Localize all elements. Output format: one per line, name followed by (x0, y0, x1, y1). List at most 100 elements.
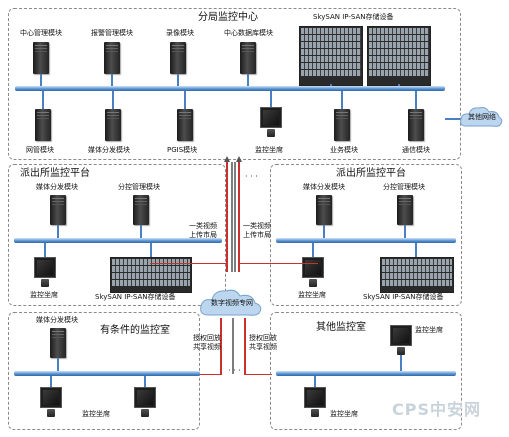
playback-left-label: 授权回放 共享视频 (193, 334, 221, 352)
playback-right-line: 共享视频 (249, 343, 277, 351)
station-right-module-label: 媒体分发模块 (303, 183, 345, 191)
center-top-module-label: 报警管理模块 (91, 29, 133, 37)
monitor-seat-workstation (260, 107, 282, 137)
room-right-seat-label-bottom: 监控坐席 (330, 410, 358, 418)
station-right-title: 派出所监控平台 (336, 168, 406, 179)
network-drop (57, 225, 59, 239)
ellipsis-bottom: · · · (228, 366, 241, 375)
station-left-title: 派出所监控平台 (20, 168, 90, 179)
upload-right-label: 一类视频 上传市局 (243, 222, 271, 240)
station-left-media-server (50, 195, 66, 225)
center-storage-label: SkySAN IP-SAN存储设备 (313, 13, 394, 21)
network-drop (150, 243, 152, 257)
station-right-panel (270, 164, 462, 306)
ellipsis-top: · · · (245, 172, 258, 181)
network-management-server (35, 109, 51, 141)
network-drop (40, 74, 42, 86)
playback-link-down-left (220, 318, 222, 374)
pgis-server (177, 109, 193, 141)
center-network-bus (15, 86, 445, 91)
center-panel (8, 8, 461, 160)
playback-left-line: 授权回放 (193, 334, 221, 342)
station-right-upload-link (238, 263, 318, 264)
playback-right-line: 授权回放 (249, 334, 277, 342)
station-left-network-bus (14, 238, 222, 243)
center-bottom-module-label: 媒体分发模块 (88, 146, 130, 154)
center-top-module-label: 录像模块 (166, 29, 194, 37)
room-left-seat-label: 监控坐席 (82, 410, 110, 418)
network-drop (247, 74, 249, 86)
center-top-module-label: 中心管理模块 (20, 29, 62, 37)
center-bottom-module-label: PGIS模块 (167, 146, 198, 154)
central-management-server (33, 42, 49, 74)
upload-link-right (238, 162, 240, 272)
center-bottom-module-label: 监控坐席 (255, 146, 283, 154)
center-title: 分局监控中心 (198, 12, 258, 23)
station-left-panel (8, 164, 226, 306)
station-left-upload-link (150, 263, 228, 264)
communication-server (408, 109, 424, 141)
other-network-link (445, 118, 463, 120)
playback-right-label: 授权回放 共享视频 (249, 334, 277, 352)
network-drop (184, 91, 186, 109)
center-bottom-module-label: 通信模块 (402, 146, 430, 154)
room-left-media-server (50, 328, 66, 358)
room-right-panel (270, 312, 462, 430)
other-network-label: 其他网络 (468, 113, 496, 121)
room-left-seat-monitor (40, 387, 62, 417)
alarm-management-server (104, 42, 120, 74)
network-drop (177, 74, 179, 86)
station-left-control-server (133, 195, 149, 225)
station-right-control-server (397, 195, 413, 225)
network-drop (312, 243, 314, 257)
station-left-module-label: 分控管理模块 (118, 183, 160, 191)
upload-link-left (226, 162, 228, 272)
playback-link-left (231, 162, 233, 272)
other-network-cloud (460, 107, 503, 127)
room-left-title: 有条件的监控室 (100, 325, 170, 336)
station-right-storage-label: SkySAN IP-SAN存储设备 (363, 293, 444, 301)
station-left-seat-monitor (34, 257, 56, 287)
station-left-storage-label: SkySAN IP-SAN存储设备 (95, 293, 176, 301)
network-drop (57, 358, 59, 372)
network-drop (42, 91, 44, 109)
room-left-module-label: 媒体分发模块 (36, 316, 78, 324)
room-right-network-bus (276, 371, 456, 376)
upload-right-line: 一类视频 (243, 222, 271, 230)
room-left-network-bus (14, 371, 200, 376)
station-right-network-bus (276, 238, 456, 243)
recording-server (170, 42, 186, 74)
center-top-module-label: 中心数据库模块 (224, 29, 273, 37)
station-right-media-server (316, 195, 332, 225)
network-drop (140, 225, 142, 239)
room-right-seat-monitor (304, 387, 326, 417)
upload-right-line: 上传市局 (243, 231, 271, 239)
upload-left-line: 上传市局 (189, 231, 217, 239)
playback-link-right (234, 162, 236, 272)
room-right-seat-label-top: 监控坐席 (415, 326, 443, 334)
room-left-seat-monitor (134, 387, 156, 417)
arrow-up-icon (224, 156, 230, 162)
business-server (334, 109, 350, 141)
network-drop (112, 91, 114, 109)
upload-left-label: 一类视频 上传市局 (189, 222, 217, 240)
network-drop (314, 376, 316, 388)
network-drop (404, 225, 406, 239)
network-drop (50, 376, 52, 388)
station-right-seat-monitor (302, 257, 324, 287)
network-drop (341, 91, 343, 109)
room-right-seat-monitor (390, 325, 412, 355)
center-bottom-module-label: 网管模块 (26, 146, 54, 154)
network-drop (44, 243, 46, 257)
playback-link-down-mid (232, 318, 234, 374)
station-right-storage-array (380, 257, 454, 293)
network-drop (400, 355, 402, 371)
center-bottom-module-label: 业务模块 (330, 146, 358, 154)
network-drop (270, 91, 272, 107)
network-drop (111, 74, 113, 86)
center-storage-array (299, 26, 363, 86)
media-distribution-server (105, 109, 121, 141)
network-drop (323, 225, 325, 239)
playback-link-down-right (244, 318, 246, 374)
